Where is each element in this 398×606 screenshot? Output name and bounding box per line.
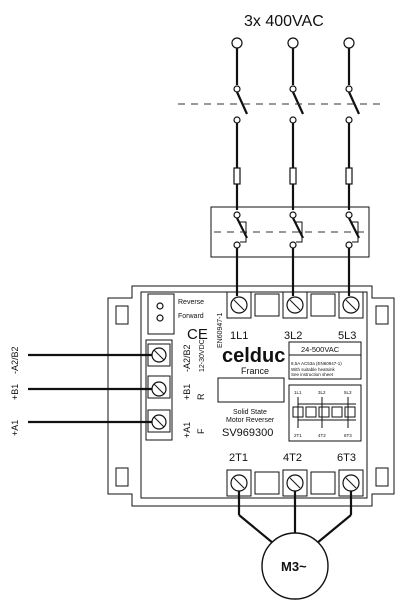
schematic-label-1l1: 1L1	[294, 390, 302, 395]
brand-logo: celduc	[222, 345, 285, 367]
schematic-label-5l3: 5L3	[344, 390, 352, 395]
module-input-label-a1: +A1	[182, 422, 192, 438]
motor-label: M3~	[281, 559, 307, 574]
external-input-a2b2: -A2/B2	[10, 346, 20, 374]
terminal-4t2: 4T2	[283, 452, 302, 464]
rating-note-3: See instruction sheet	[291, 372, 334, 377]
forward-label: Forward	[178, 313, 204, 320]
supply-label: 3x 400VAC	[244, 13, 324, 30]
rating-panel	[288, 341, 362, 380]
reverse-label: Reverse	[178, 299, 204, 306]
forward-input-letter: F	[196, 428, 206, 434]
module-input-label-a2b2: -A2/B2	[182, 344, 192, 372]
terminal-3l2: 3L2	[284, 330, 302, 342]
led-indicators	[147, 293, 175, 335]
module-base	[107, 285, 395, 507]
voltage-rating: 24-500VAC	[301, 345, 340, 354]
external-input-a1: +A1	[10, 420, 20, 436]
ce-mark: CE	[187, 326, 208, 343]
label-window	[217, 377, 285, 403]
terminal-6t3: 6T3	[337, 452, 356, 464]
rating-note-2: With suitable heatsink	[291, 367, 336, 372]
schematic-label-2t1: 2T1	[294, 433, 302, 438]
module-body	[140, 291, 368, 499]
phase-1-line	[231, 37, 249, 296]
control-voltage-label: 12-30VDC	[199, 339, 206, 372]
terminal-2t1: 2T1	[229, 452, 248, 464]
description-line-2: Motor Reverser	[226, 417, 275, 424]
schematic-label-6t3: 6T3	[344, 433, 352, 438]
module-input-label-b1: +B1	[182, 384, 192, 400]
country-label: France	[241, 366, 269, 376]
reverse-input-letter: R	[196, 393, 206, 400]
internal-schematic	[288, 384, 362, 442]
ce-standard: EN60947-1	[217, 312, 224, 348]
schematic-label-4t2: 4T2	[318, 433, 326, 438]
line-terminals	[226, 291, 364, 319]
terminal-1l1: 1L1	[230, 330, 248, 342]
protection-box	[210, 206, 370, 258]
motor	[261, 532, 329, 600]
rating-note-1: 8,5A AC53a (EN60947-1)	[291, 361, 342, 366]
control-wires	[28, 353, 152, 424]
schematic-switches	[292, 397, 356, 428]
phase-2-line	[287, 37, 305, 296]
part-number: SV969300	[222, 427, 273, 439]
phase-3-line	[343, 37, 361, 296]
schematic-label-3l2: 3L2	[318, 390, 326, 395]
description-line-1: Solid State	[233, 409, 267, 416]
terminal-5l3: 5L3	[338, 330, 356, 342]
external-input-b1: +B1	[10, 384, 20, 400]
